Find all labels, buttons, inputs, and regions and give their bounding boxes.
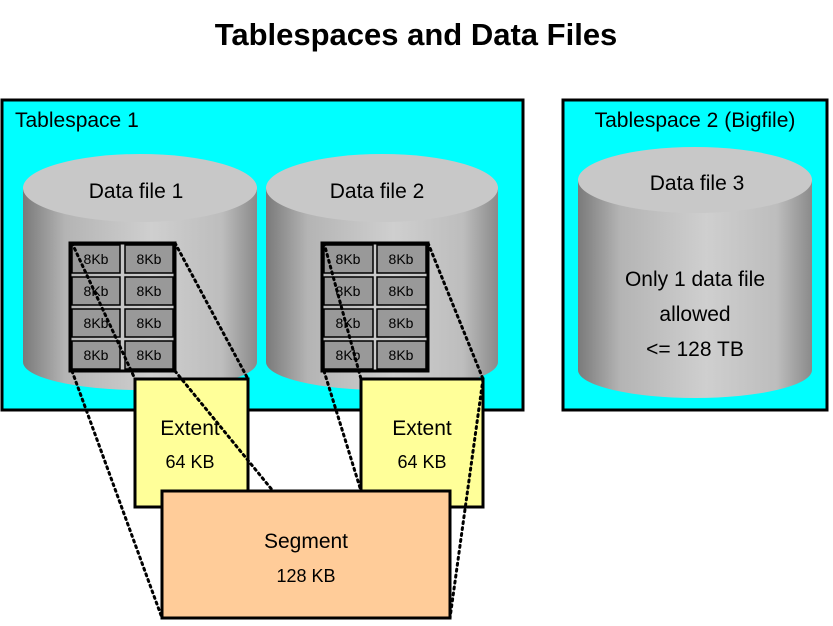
block-label: 8Kb bbox=[84, 283, 109, 299]
block-label: 8Kb bbox=[137, 315, 162, 331]
block-label: 8Kb bbox=[389, 315, 414, 331]
tablespace-2-label: Tablespace 2 (Bigfile) bbox=[595, 109, 796, 132]
diagram-title: Tablespaces and Data Files bbox=[215, 17, 618, 52]
extent-1: Extent 64 KB bbox=[133, 377, 250, 509]
projection-line bbox=[173, 369, 275, 493]
extent-1-size: 64 KB bbox=[165, 452, 214, 472]
datafile-1-top bbox=[23, 154, 257, 222]
extent-1-box bbox=[133, 377, 250, 509]
segment-size: 128 KB bbox=[276, 566, 335, 586]
extent-2-label: Extent bbox=[392, 417, 452, 440]
block-label: 8Kb bbox=[137, 347, 162, 363]
datafile-2-label: Data file 2 bbox=[330, 180, 425, 203]
block-grid-1-border bbox=[68, 241, 177, 373]
block-cell bbox=[323, 340, 374, 370]
datafile-2-top bbox=[266, 154, 498, 222]
block-label: 8Kb bbox=[336, 251, 361, 267]
projection-line bbox=[70, 241, 137, 381]
datafile-3-top bbox=[578, 147, 812, 213]
segment-box bbox=[160, 489, 452, 620]
tablespace-1: Tablespace 1 Data file 1 Data file 2 8Kb… bbox=[0, 98, 525, 412]
block-label: 8Kb bbox=[336, 283, 361, 299]
datafile-3-label: Data file 3 bbox=[650, 172, 745, 195]
block-grid-2-border bbox=[320, 241, 430, 373]
block-cell bbox=[124, 276, 174, 306]
projection-line bbox=[448, 377, 485, 620]
projection-line bbox=[322, 241, 363, 381]
block-cell bbox=[376, 308, 427, 338]
block-cell bbox=[71, 340, 121, 370]
block-cell bbox=[376, 276, 427, 306]
datafile-3-cylinder: Data file 3 Only 1 data file allowed <= … bbox=[578, 147, 812, 398]
block-label: 8Kb bbox=[389, 347, 414, 363]
block-cell bbox=[323, 276, 374, 306]
projection-line bbox=[70, 369, 164, 620]
projection-line bbox=[173, 241, 250, 381]
projection-line bbox=[426, 241, 485, 381]
extent-2-size: 64 KB bbox=[397, 452, 446, 472]
datafile-3-note-line-3: <= 128 TB bbox=[646, 338, 744, 361]
extent-1-label: Extent bbox=[160, 417, 220, 440]
projection-lines bbox=[70, 241, 485, 620]
block-label: 8Kb bbox=[137, 283, 162, 299]
block-cell bbox=[323, 244, 374, 274]
block-cell bbox=[376, 244, 427, 274]
datafile-1-block-grid: 8Kb 8Kb 8Kb 8Kb 8Kb 8Kb 8Kb 8Kb bbox=[68, 241, 177, 373]
datafile-3-body bbox=[578, 180, 812, 398]
datafile-3-note-line-2: allowed bbox=[659, 303, 730, 326]
block-label: 8Kb bbox=[336, 315, 361, 331]
block-cell bbox=[124, 340, 174, 370]
tablespace-1-label: Tablespace 1 bbox=[15, 109, 139, 132]
extent-2: Extent 64 KB bbox=[359, 377, 485, 509]
segment-label: Segment bbox=[264, 530, 348, 553]
block-cell bbox=[71, 276, 121, 306]
datafile-1-label: Data file 1 bbox=[89, 180, 184, 203]
block-cell bbox=[124, 308, 174, 338]
block-label: 8Kb bbox=[84, 251, 109, 267]
segment: Segment 128 KB bbox=[160, 489, 452, 620]
datafile-3-note-line-1: Only 1 data file bbox=[625, 268, 765, 291]
block-label: 8Kb bbox=[84, 347, 109, 363]
extent-2-box bbox=[359, 377, 485, 509]
projection-line bbox=[322, 369, 363, 493]
block-label: 8Kb bbox=[389, 251, 414, 267]
tablespace-2: Tablespace 2 (Bigfile) Data file 3 Only … bbox=[561, 98, 829, 412]
block-cell bbox=[124, 244, 174, 274]
block-label: 8Kb bbox=[137, 251, 162, 267]
block-cell bbox=[376, 340, 427, 370]
block-label: 8Kb bbox=[389, 283, 414, 299]
block-label: 8Kb bbox=[84, 315, 109, 331]
